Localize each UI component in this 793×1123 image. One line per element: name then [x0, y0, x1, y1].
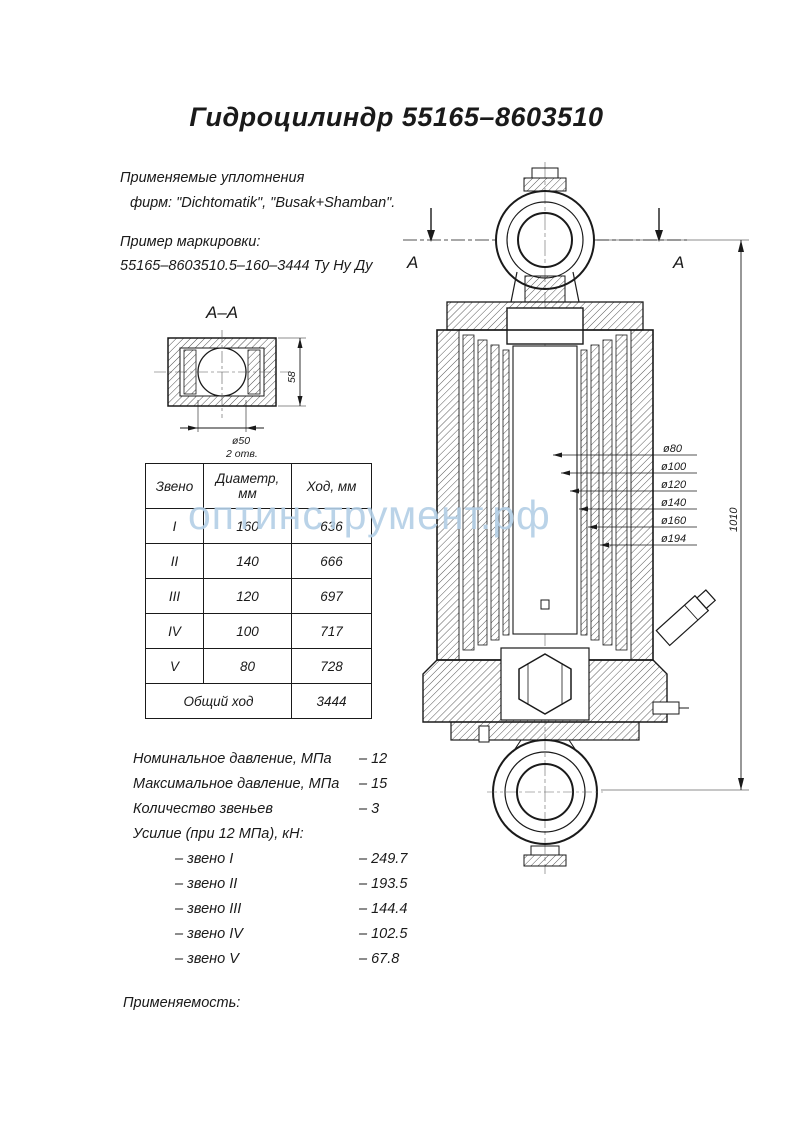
force-value: – 67.8	[359, 950, 400, 967]
force-row: – звено III – 144.4	[133, 896, 407, 921]
cell-stroke: 636	[291, 508, 372, 544]
force-label: – звено II	[175, 875, 238, 892]
cell-diameter: 100	[203, 613, 292, 649]
table-row: I 160 636	[145, 508, 372, 544]
table-row: V 80 728	[145, 648, 372, 684]
dim-label-dia-194: ø194	[661, 533, 686, 545]
force-label: – звено V	[175, 950, 239, 967]
dim-label-dia-160: ø160	[661, 515, 687, 527]
force-header: Усилие (при 12 МПа), кН:	[133, 825, 304, 842]
spec-value: – 15	[359, 775, 388, 792]
seals-note-line2: фирм: "Dichtomatik", "Busak+Shamban".	[130, 195, 396, 211]
spec-row: Номинальное давление, МПа – 12	[133, 746, 407, 771]
table-row: III 120 697	[145, 578, 372, 614]
spec-row: Количество звеньев – 3	[133, 796, 407, 821]
force-label: – звено IV	[175, 925, 243, 942]
applicability-label: Применяемость:	[123, 995, 241, 1011]
length-dimension	[597, 239, 749, 791]
cell-diameter: 120	[203, 578, 292, 614]
dim-label-dia-140: ø140	[661, 497, 687, 509]
cell-zveno: I	[145, 508, 204, 544]
cell-stroke: 717	[291, 613, 372, 649]
spec-row: Максимальное давление, МПа – 15	[133, 771, 407, 796]
cut-label-right: А	[672, 253, 684, 272]
cell-stroke: 728	[291, 648, 372, 684]
cell-diameter: 160	[203, 508, 292, 544]
force-label: – звено I	[175, 850, 234, 867]
total-value: 3444	[291, 683, 372, 719]
spec-value: – 3	[359, 800, 380, 817]
specs-block: Номинальное давление, МПа – 12 Максималь…	[133, 746, 407, 971]
table-header-row: Звено Диаметр,мм Ход, мм	[145, 463, 372, 509]
force-row: – звено V – 67.8	[133, 946, 407, 971]
marking-value: 55165–8603510.5–160–3444 Ту Ну Ду	[120, 258, 373, 274]
spec-label: Максимальное давление, МПа	[133, 775, 340, 792]
dim-label-1010: 1010	[728, 507, 740, 532]
col-header-stroke: Ход, мм	[291, 463, 372, 509]
table-row: IV 100 717	[145, 613, 372, 649]
cylinder-body	[436, 301, 654, 661]
top-eye	[495, 190, 595, 303]
table-total-row: Общий ход 3444	[145, 683, 372, 719]
section-view-title: А–А	[206, 303, 239, 322]
force-label: – звено III	[175, 900, 242, 917]
col-header-diameter: Диаметр,мм	[203, 463, 292, 509]
col-header-zveno: Звено	[145, 463, 204, 509]
dim-label-dia-100: ø100	[661, 461, 687, 473]
page-title: Гидроцилиндр 55165–8603510	[189, 102, 604, 132]
spec-label: Номинальное давление, МПа	[133, 750, 332, 767]
cell-diameter: 140	[203, 543, 292, 579]
section-dim-58	[278, 337, 306, 407]
force-value: – 102.5	[359, 925, 408, 942]
spec-label: Количество звеньев	[133, 800, 273, 817]
force-row: – звено I – 249.7	[133, 846, 407, 871]
cell-zveno: II	[145, 543, 204, 579]
table-row: II 140 666	[145, 543, 372, 579]
bottom-eye	[487, 739, 603, 867]
cell-diameter: 80	[203, 648, 292, 684]
cut-label-left: А	[406, 253, 418, 272]
side-connector	[655, 589, 717, 647]
spec-value: – 12	[359, 750, 388, 767]
cell-zveno: IV	[145, 613, 204, 649]
seals-note-line1: Применяемые уплотнения	[120, 170, 305, 186]
section-aa-drawing: 58 ø50 2 отв.	[154, 330, 306, 460]
section-body	[154, 330, 290, 418]
force-value: – 193.5	[359, 875, 408, 892]
dim-label-dia-120: ø120	[661, 479, 687, 491]
diameter-dimensions	[553, 452, 697, 548]
force-row: – звено IV – 102.5	[133, 921, 407, 946]
total-label: Общий ход	[145, 683, 292, 719]
cell-zveno: III	[145, 578, 204, 614]
dim-label-2otv: 2 отв.	[225, 448, 258, 460]
cell-zveno: V	[145, 648, 204, 684]
cell-stroke: 666	[291, 543, 372, 579]
force-row: – звено II – 193.5	[133, 871, 407, 896]
marking-label: Пример маркировки:	[120, 234, 261, 250]
cell-stroke: 697	[291, 578, 372, 614]
dimensions-table: Звено Диаметр,мм Ход, мм I 160 636 II 14…	[145, 463, 372, 719]
dim-label-o50: ø50	[232, 435, 250, 447]
section-dim-o50	[180, 400, 264, 432]
dim-label-58: 58	[286, 371, 298, 383]
force-value: – 144.4	[359, 900, 408, 917]
cylinder-drawing: А А	[403, 162, 749, 874]
dim-label-dia-80: ø80	[663, 443, 683, 455]
force-value: – 249.7	[359, 850, 408, 867]
bottom-assembly	[422, 647, 689, 753]
